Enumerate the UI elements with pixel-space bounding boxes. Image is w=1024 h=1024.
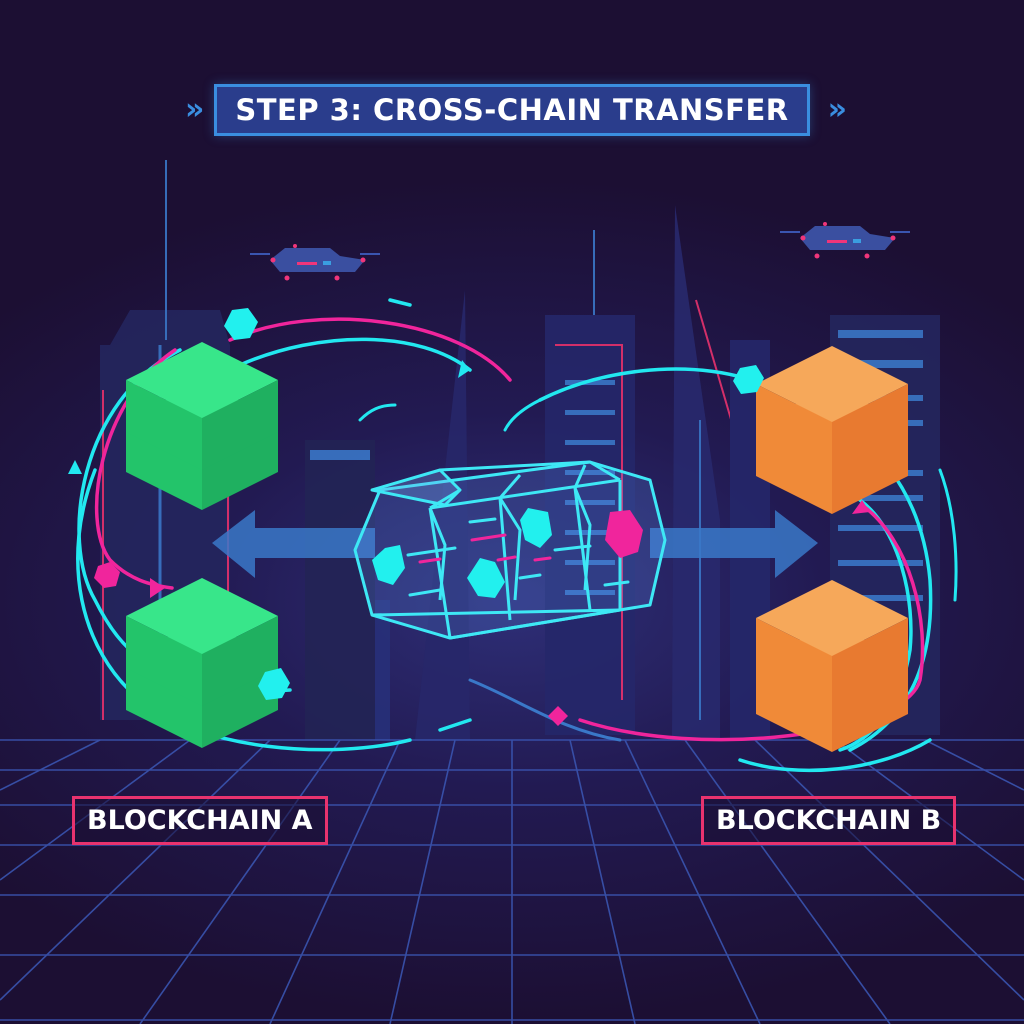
blockchain-b-label: BLOCKCHAIN B xyxy=(701,796,957,845)
orbit-arrowhead-icon xyxy=(852,500,870,514)
node-token-icon xyxy=(224,308,258,340)
node-token-icon xyxy=(548,706,568,726)
arrow-right-icon xyxy=(650,510,818,578)
step-title-banner: » STEP 3: CROSS-CHAIN TRANSFER » xyxy=(0,84,1024,136)
hover-ship-icon xyxy=(250,244,380,281)
orbit-arrowhead-icon xyxy=(68,460,82,474)
data-token-icon xyxy=(520,508,552,548)
node-token-icon xyxy=(94,562,120,588)
data-token-icon xyxy=(605,510,643,558)
blockchain-a-label: BLOCKCHAIN A xyxy=(72,796,328,845)
step-title: STEP 3: CROSS-CHAIN TRANSFER xyxy=(214,84,810,136)
data-token-icon xyxy=(372,545,405,585)
node-token-icon xyxy=(258,668,290,700)
double-chevron-right-icon: » xyxy=(827,92,848,127)
double-chevron-right-icon: » xyxy=(184,92,205,127)
orbit-arrowhead-icon xyxy=(458,360,470,378)
hover-ship-icon xyxy=(780,222,910,259)
orbit-arrowhead-icon xyxy=(150,578,165,598)
node-token-icon xyxy=(733,365,764,394)
data-token-icon xyxy=(467,558,505,598)
